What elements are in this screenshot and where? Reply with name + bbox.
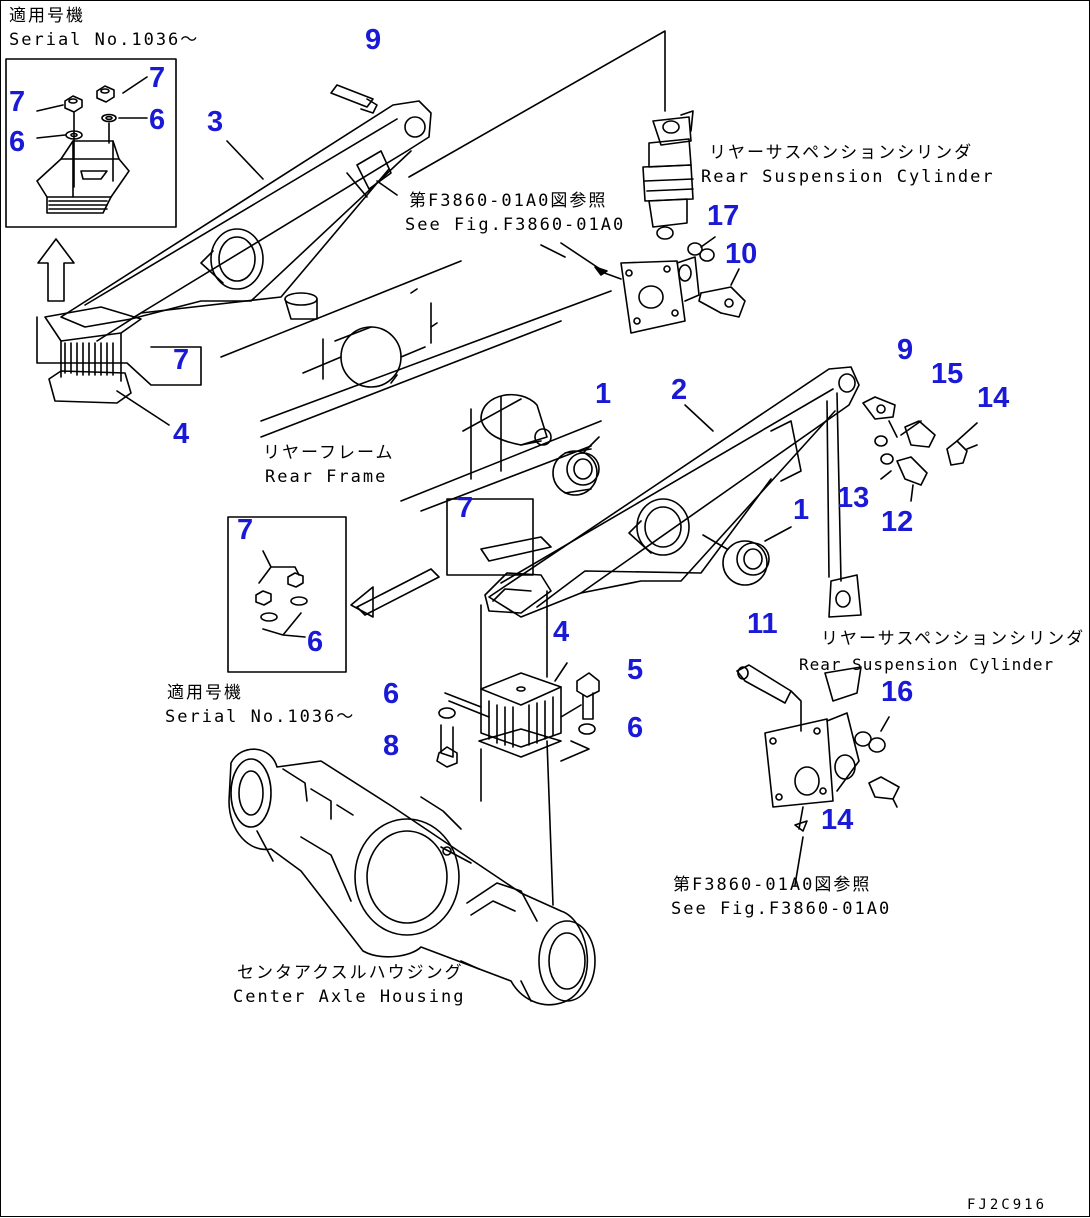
serial-note-top-jp: 適用号機 <box>9 6 85 26</box>
callout-15: 15 <box>931 358 964 390</box>
rear-frame <box>220 260 612 512</box>
rear-frame-label-en: Rear Frame <box>265 467 388 487</box>
axle-label-jp: センタアクスルハウジング <box>237 963 464 983</box>
callout-14: 14 <box>821 804 854 836</box>
cylinder-top-label-jp: リヤーサスペンションシリンダ <box>709 143 974 163</box>
bushing-1-lower <box>702 534 770 586</box>
rubber-mount-4 <box>436 662 600 906</box>
callout-6: 6 <box>307 626 324 658</box>
fig-ref-bottom-en: See Fig.F3860-01A0 <box>671 899 892 919</box>
bushing-1-upper <box>552 448 600 496</box>
callout-leaders <box>116 140 792 542</box>
callout-9: 9 <box>365 24 382 56</box>
callout-6: 6 <box>9 126 26 158</box>
callout-7: 7 <box>149 62 166 94</box>
callout-16: 16 <box>881 676 914 708</box>
center-axle-housing <box>228 748 596 1006</box>
callout-1: 1 <box>595 378 612 410</box>
callout-12: 12 <box>881 506 914 538</box>
callout-4: 4 <box>553 616 570 648</box>
cylinder-right-label-jp: リヤーサスペンションシリンダ <box>821 629 1086 649</box>
axle-label-en: Center Axle Housing <box>233 987 466 1007</box>
callout-14: 14 <box>977 382 1010 414</box>
drawing-code: FJ2C916 <box>967 1197 1048 1213</box>
serial-note-top-en: Serial No.1036～ <box>9 30 200 50</box>
callout-7: 7 <box>173 344 190 376</box>
inset-box-middle <box>227 516 440 673</box>
callout-6: 6 <box>149 104 166 136</box>
pin-set-right <box>862 396 978 502</box>
mounting-plate-top <box>560 236 746 334</box>
callout-3: 3 <box>207 106 224 138</box>
callout-5: 5 <box>627 654 644 686</box>
callout-7: 7 <box>457 492 474 524</box>
fig-ref-bottom-jp: 第F3860-01A0図参照 <box>673 875 872 895</box>
callout-1: 1 <box>793 494 810 526</box>
cylinder-top-label-en: Rear Suspension Cylinder <box>701 167 995 187</box>
callout-17: 17 <box>707 200 740 232</box>
serial-note-mid-en: Serial No.1036～ <box>165 707 356 727</box>
arm-3 <box>36 84 432 404</box>
callout-6: 6 <box>627 712 644 744</box>
rear-frame-label-jp: リヤーフレーム <box>263 443 395 463</box>
suspension-cylinder-right <box>736 392 900 832</box>
callout-4: 4 <box>173 418 190 450</box>
fig-ref-top-jp: 第F3860-01A0図参照 <box>409 191 608 211</box>
fig-arrow-bottom <box>794 836 804 886</box>
cylinder-right-label-en: Rear Suspension Cylinder <box>799 655 1055 674</box>
callout-13: 13 <box>837 482 870 514</box>
inset-box-top-left <box>5 58 177 302</box>
callout-10: 10 <box>725 238 758 270</box>
callout-6: 6 <box>383 678 400 710</box>
callout-7: 7 <box>237 514 254 546</box>
serial-note-mid-jp: 適用号機 <box>167 683 243 703</box>
callout-8: 8 <box>383 730 400 762</box>
bracket-7-box <box>446 498 552 576</box>
callout-7: 7 <box>9 86 26 118</box>
callout-9: 9 <box>897 334 914 366</box>
fig-ref-top-en: See Fig.F3860-01A0 <box>405 215 626 235</box>
suspension-cylinder-top <box>408 30 694 240</box>
arm-2 <box>480 366 860 690</box>
callout-11: 11 <box>747 608 778 640</box>
callout-2: 2 <box>671 374 688 406</box>
